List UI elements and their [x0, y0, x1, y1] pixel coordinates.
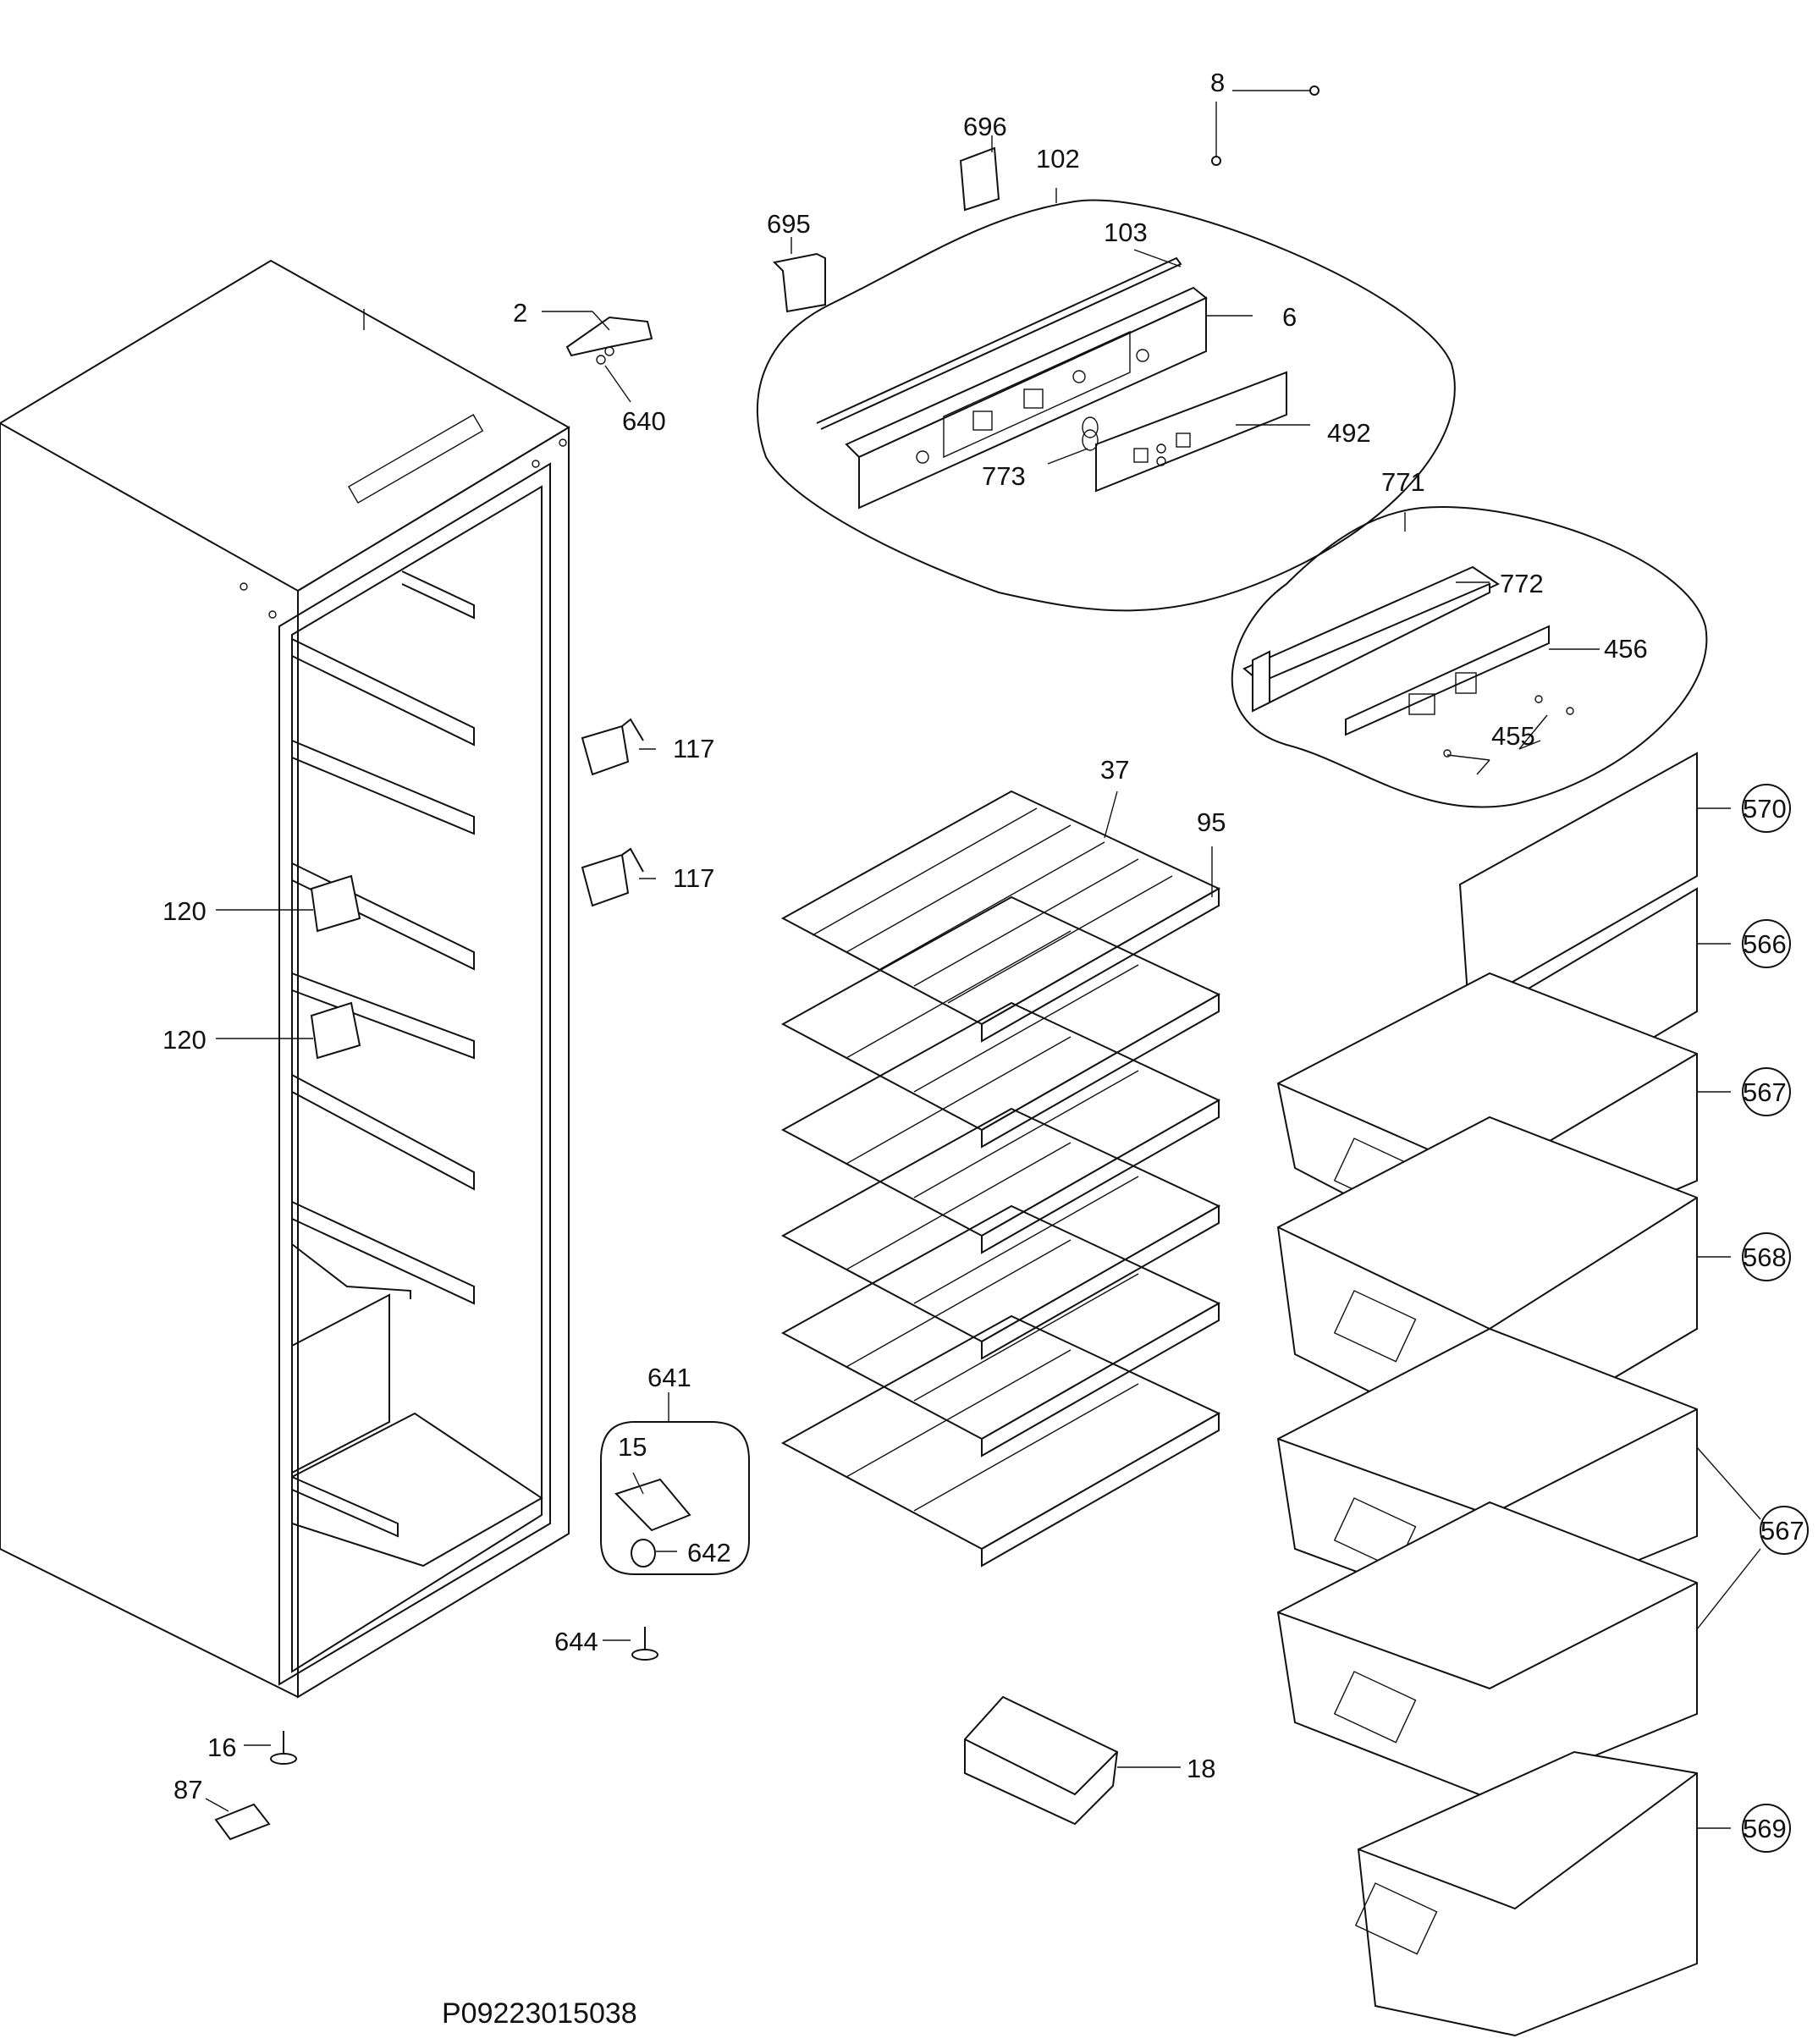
label-644: 644	[554, 1627, 598, 1656]
label-18: 18	[1187, 1754, 1215, 1783]
label-120-upper: 120	[163, 896, 207, 926]
drawing-code: P09223015038	[442, 1997, 637, 2030]
wire-shelf	[780, 1107, 1221, 1360]
label-695: 695	[767, 209, 811, 239]
label-642: 642	[687, 1538, 731, 1567]
label-117-upper: 117	[673, 734, 714, 763]
wire-shelf	[780, 790, 1221, 1043]
part-18-ice-tray	[964, 1695, 1119, 1826]
label-696: 696	[963, 112, 1007, 141]
label-120-lower: 120	[163, 1025, 207, 1055]
part-120-hinge-upper	[310, 874, 361, 933]
label-15: 15	[618, 1432, 647, 1462]
label-640: 640	[622, 406, 666, 436]
part-641-group	[600, 1421, 750, 1575]
drawer-569	[1354, 1750, 1698, 2037]
part-2-hinge	[565, 316, 653, 365]
part-16-foot	[270, 1731, 297, 1765]
label-95: 95	[1197, 807, 1226, 837]
label-455: 455	[1491, 721, 1535, 751]
wire-shelf	[780, 895, 1221, 1149]
label-102: 102	[1036, 144, 1080, 174]
label-568: 568	[1743, 1242, 1787, 1272]
label-16: 16	[207, 1733, 236, 1762]
label-6: 6	[1282, 302, 1297, 332]
leader-lines	[205, 135, 1761, 1829]
label-772: 772	[1500, 569, 1544, 598]
label-37: 37	[1100, 755, 1129, 785]
label-103: 103	[1104, 218, 1148, 247]
label-492: 492	[1327, 418, 1371, 448]
part-696-pad	[959, 146, 1000, 212]
electronics-group-771	[1231, 506, 1708, 808]
control-panel-group-102	[756, 199, 1456, 612]
wire-shelf	[780, 1001, 1221, 1254]
part-87-bracket	[214, 1803, 271, 1841]
label-2: 2	[513, 298, 527, 328]
part-120-hinge-lower	[310, 1001, 361, 1060]
label-567-upper: 567	[1743, 1077, 1787, 1107]
label-773: 773	[982, 461, 1026, 491]
label-570: 570	[1743, 794, 1787, 824]
part-117-hinge-upper	[581, 718, 644, 776]
label-771: 771	[1381, 467, 1425, 497]
part-644-foot	[631, 1627, 658, 1661]
label-8: 8	[1210, 68, 1225, 97]
label-117-lower: 117	[673, 863, 714, 893]
screws-8	[1211, 85, 1319, 166]
label-87: 87	[174, 1775, 202, 1804]
wire-shelf	[780, 1204, 1221, 1457]
drawer-567-lower	[1276, 1501, 1698, 1800]
label-569: 569	[1743, 1814, 1787, 1843]
label-566: 566	[1743, 929, 1787, 959]
label-567-lower: 567	[1760, 1516, 1804, 1545]
wire-shelves	[780, 790, 1221, 1567]
cabinet-body	[0, 259, 570, 1699]
part-695-cover	[772, 252, 826, 313]
label-456: 456	[1604, 634, 1648, 664]
label-641: 641	[647, 1363, 691, 1392]
part-117-hinge-lower	[581, 847, 644, 907]
wire-shelf	[780, 1314, 1221, 1567]
circled-callouts	[1742, 784, 1809, 1853]
